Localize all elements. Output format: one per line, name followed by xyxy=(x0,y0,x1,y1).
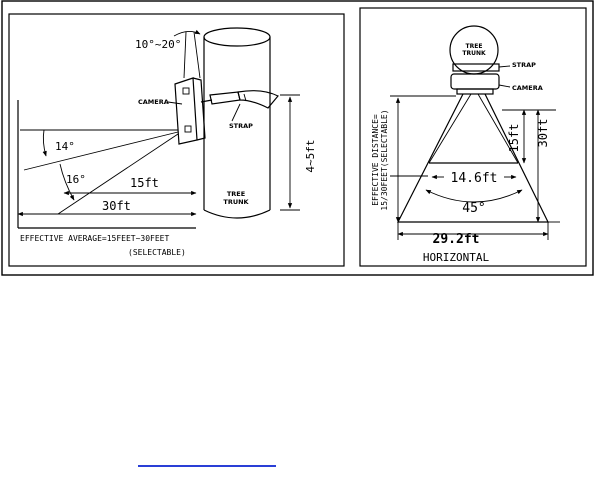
tilt-arc xyxy=(173,29,201,37)
fov-label: 45° xyxy=(462,201,485,216)
side-view-panel: TREE TRUNK STRAP CAMERA 10°~20° xyxy=(8,13,345,267)
top-tree-label-2: TRUNK xyxy=(462,50,486,57)
width-far-label: 29.2ft xyxy=(433,232,480,247)
tilt-line-2 xyxy=(193,31,201,79)
top-strap xyxy=(452,63,500,72)
fov-right-ray xyxy=(477,93,519,164)
side-tree-label-1: TREE xyxy=(227,190,245,198)
angle-14-label: 14° xyxy=(55,140,75,153)
side-caption-2: (SELECTABLE) xyxy=(128,248,186,257)
ray-upper xyxy=(23,131,179,171)
side-strap-label: STRAP xyxy=(229,122,253,130)
fov-arc xyxy=(425,189,523,203)
tilt-line-1 xyxy=(183,31,187,79)
dist-far-label: 30ft xyxy=(102,199,131,213)
top-dist-near-label: 15ft xyxy=(507,124,521,153)
hyperlink-underline[interactable] xyxy=(138,465,276,467)
top-strap-leader xyxy=(498,65,511,68)
angle-16-label: 16° xyxy=(66,173,86,186)
fov-left-ray xyxy=(428,93,472,164)
strap-shape xyxy=(209,90,279,109)
fov-outer xyxy=(397,93,549,223)
arc-16 xyxy=(59,163,75,201)
effective-label-1: EFFECTIVE DISTANCE= xyxy=(371,114,380,206)
top-view-panel: TREE TRUNK STRAP CAMERA 14.6ft 45° 29.2f… xyxy=(359,7,587,267)
side-caption-1: EFFECTIVE AVERAGE=15FEET~30FEET xyxy=(20,234,169,243)
dist-near-label: 15ft xyxy=(130,176,159,190)
top-caption: HORIZONTAL xyxy=(423,251,490,264)
height-label: 4~5ft xyxy=(304,139,317,172)
camera-leader xyxy=(167,101,183,105)
width-near-label: 14.6ft xyxy=(451,171,498,186)
top-strap-label: STRAP xyxy=(512,61,536,69)
strap-leader xyxy=(231,103,241,122)
camera-body xyxy=(174,77,213,145)
top-camera-lens xyxy=(456,88,494,95)
top-camera-label: CAMERA xyxy=(512,84,543,92)
side-tree-label-2: TRUNK xyxy=(223,198,249,206)
angle-top-label: 10°~20° xyxy=(135,38,181,51)
side-camera-label: CAMERA xyxy=(138,98,169,106)
top-tree-label-1: TREE xyxy=(466,43,483,50)
top-dist-far-label: 30ft xyxy=(536,119,550,148)
top-camera-leader xyxy=(498,84,511,88)
effective-label-2: 15/30FEET(SELECTABLE) xyxy=(380,109,389,210)
ray-lower xyxy=(57,133,179,215)
arc-14 xyxy=(42,129,47,157)
